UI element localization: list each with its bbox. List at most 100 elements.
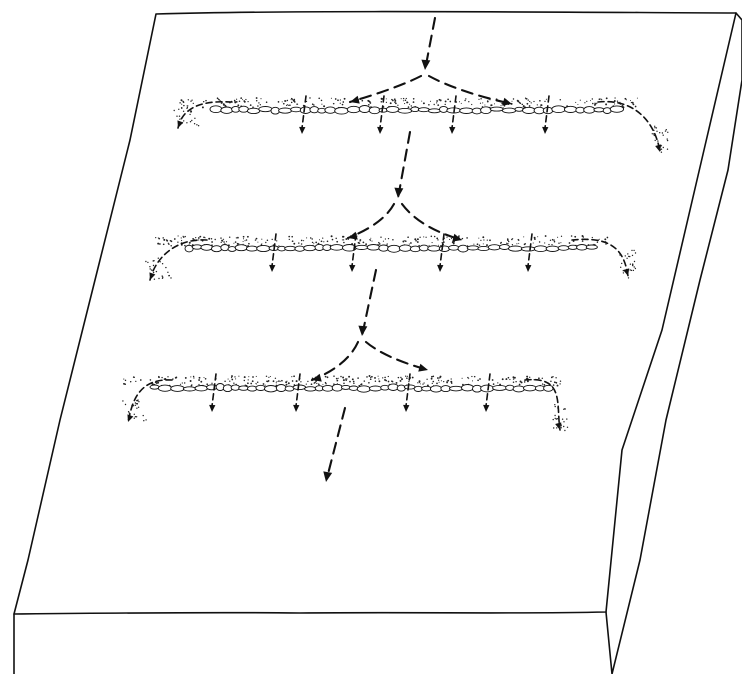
sediment-dot [630, 269, 633, 272]
sediment-dot [382, 377, 384, 379]
sediment-dot [436, 377, 439, 379]
side-flow-left-arrowhead [149, 272, 156, 280]
sediment-dot [391, 380, 393, 383]
sediment-dot [436, 100, 438, 102]
sediment-dot [526, 102, 529, 105]
sediment-dot [190, 376, 192, 378]
sediment-dot [464, 99, 466, 102]
sediment-dot [662, 146, 664, 149]
sediment-dot [352, 380, 355, 383]
stone [583, 106, 596, 114]
sediment-dot [163, 238, 166, 241]
main-flow-3 [310, 268, 430, 382]
sediment-dot [186, 122, 188, 124]
sediment-dot [330, 97, 332, 99]
sediment-dot [342, 235, 344, 238]
sediment-dot [133, 376, 135, 379]
stone [461, 384, 474, 392]
sediment-dot [233, 382, 235, 384]
sediment-dot [518, 383, 521, 386]
seepage-arrowhead [293, 404, 300, 412]
sediment-dot [559, 380, 562, 382]
sediment-dot [577, 104, 579, 105]
sediment-dot [606, 236, 609, 239]
sediment-dot [523, 236, 525, 238]
sediment-dot [529, 376, 531, 378]
sediment-dot [237, 236, 239, 239]
sediment-dot [300, 381, 302, 383]
sediment-dot [560, 425, 562, 427]
sediment-dot [157, 257, 159, 259]
sediment-dot [369, 378, 372, 381]
sediment-dot [205, 99, 207, 102]
sediment-dot [414, 238, 417, 241]
stone [247, 385, 258, 392]
sediment-dot [664, 130, 667, 132]
sediment-dot [636, 97, 638, 99]
stone [378, 244, 390, 252]
sediment-dot [167, 271, 169, 273]
sediment-dot [311, 103, 314, 105]
sediment-dot [341, 239, 343, 241]
sediment-dot [605, 243, 607, 245]
sediment-dot [243, 100, 246, 102]
sediment-dot [412, 98, 415, 100]
stone [329, 244, 344, 251]
sediment-dot [242, 240, 244, 243]
sediment-dot [515, 380, 517, 383]
sediment-dot [512, 381, 515, 384]
sediment-dot [275, 382, 277, 384]
sediment-dot [544, 235, 547, 237]
sediment-dot [511, 244, 514, 246]
sediment-dot [242, 235, 245, 238]
sediment-dot [371, 375, 373, 378]
sediment-dot [326, 240, 329, 243]
sediment-dot [261, 238, 263, 240]
sediment-dot [333, 375, 335, 377]
sediment-dot [295, 380, 298, 383]
stones [209, 105, 625, 115]
sediment-dot [631, 249, 633, 252]
sediment-dot [127, 411, 130, 413]
sediment-dot [313, 104, 315, 106]
sediment-dot [370, 237, 372, 239]
sediment-dot [134, 402, 137, 404]
sediment-dot [342, 239, 345, 241]
sediment-dot [257, 241, 259, 243]
sediment-dot [533, 236, 536, 239]
sediment-dot [516, 243, 518, 245]
sediment-dot [345, 238, 348, 240]
sediment-dot [404, 240, 406, 242]
sediment-dot [220, 237, 222, 239]
sediment-dot [335, 237, 337, 240]
sediment-dot [385, 98, 387, 100]
sediment-dot [633, 249, 635, 252]
sediment-dot [178, 108, 180, 111]
main-flow-arrowhead [323, 471, 333, 482]
sediment-dot [137, 399, 139, 401]
sediment-dot [479, 378, 481, 380]
sediment-dot [259, 104, 261, 106]
sediment-dot [544, 242, 546, 244]
sediment-dot [558, 426, 561, 429]
sediment-dot [149, 379, 152, 381]
sediment-dot [389, 102, 392, 105]
sediment-dot [596, 241, 599, 243]
sediment-dot [336, 380, 338, 382]
sediment-dot [128, 412, 130, 414]
sediment-dot [520, 381, 523, 384]
sediment-dot [155, 270, 158, 273]
sediment-dot [423, 236, 425, 238]
branch-flow-right [400, 202, 464, 242]
sediment-dot [189, 121, 192, 123]
sediment-dot [254, 239, 257, 241]
sediment-dot [368, 100, 371, 103]
sediment-dot [236, 98, 238, 100]
sediment-dot [184, 244, 186, 247]
sediment-dot [197, 125, 200, 127]
sediment-dot [540, 104, 543, 107]
sediment-dot [654, 127, 656, 129]
sediment-dot [450, 382, 453, 384]
stone [471, 107, 483, 115]
stone [278, 107, 293, 114]
